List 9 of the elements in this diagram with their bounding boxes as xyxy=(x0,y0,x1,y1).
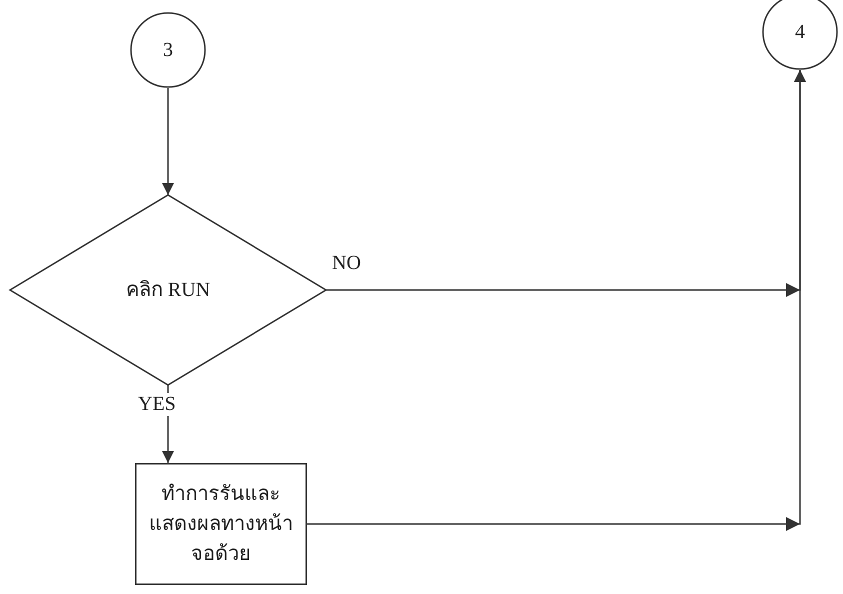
node-text: 3 xyxy=(163,38,173,63)
decision-diamond xyxy=(10,195,326,385)
node-text: คลิก RUN xyxy=(126,278,210,303)
node-text: 4 xyxy=(795,20,805,45)
connector-circle xyxy=(130,12,206,88)
arrow xyxy=(307,70,806,531)
process-box xyxy=(135,463,307,585)
node-text: ทำการรันและแสดงผลทางหน้าจอด้วย xyxy=(148,482,294,567)
arrow xyxy=(162,88,174,195)
